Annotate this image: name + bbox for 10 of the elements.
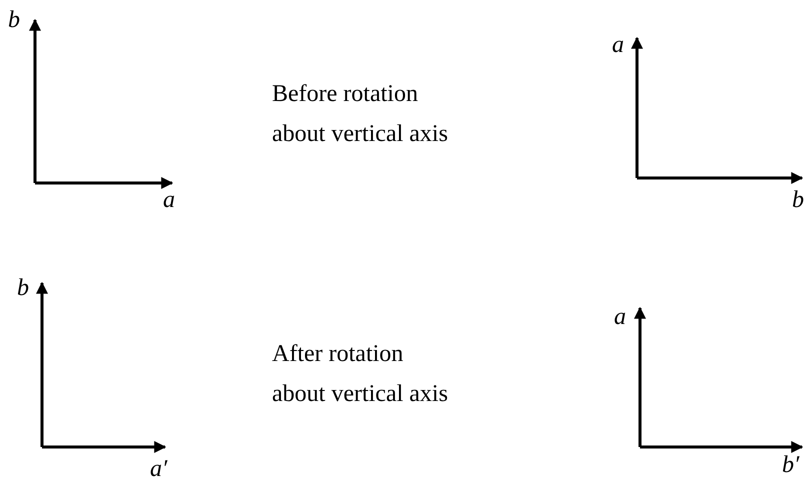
axis-label: b	[17, 276, 29, 300]
caption-text: Before rotation about vertical axis	[272, 80, 449, 149]
axis-label: a	[163, 188, 175, 212]
axis-label: b	[792, 188, 804, 212]
axis-label: a	[614, 305, 626, 329]
axis-label: a′	[150, 457, 168, 481]
axis-label: b	[8, 8, 20, 32]
axis-label: a	[612, 33, 624, 57]
caption-text: After rotation about vertical axis	[272, 340, 449, 409]
axis-label: b′	[782, 453, 800, 477]
